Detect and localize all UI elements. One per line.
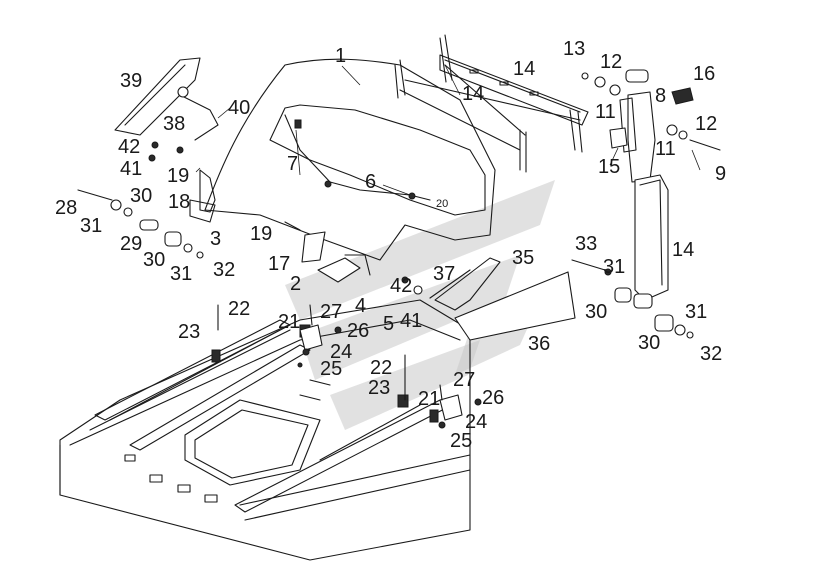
callout-7: 7 — [287, 153, 298, 175]
bolt-9 — [666, 124, 721, 151]
side-panel-39 — [114, 57, 219, 162]
callout-labels: 1 2 3 4 5 6 7 8 9 11 11 12 12 13 14 14 1… — [55, 38, 726, 452]
panel-36 — [454, 271, 576, 341]
callout-11a: 11 — [595, 101, 616, 123]
hinge-17 — [284, 221, 371, 283]
callout-32a: 32 — [213, 259, 235, 281]
hardware-33 — [571, 259, 694, 339]
callout-23a: 23 — [178, 321, 200, 343]
callout-16: 16 — [693, 63, 715, 85]
callout-14c: 14 — [672, 239, 694, 261]
callout-2: 2 — [290, 273, 301, 295]
callout-13: 13 — [563, 38, 585, 60]
pillar-14 — [634, 174, 669, 301]
windshield-panel-1 — [204, 58, 496, 261]
callout-33: 33 — [575, 233, 597, 255]
callout-37: 37 — [433, 263, 455, 285]
callout-24a: 24 — [330, 341, 352, 363]
callout-9: 9 — [715, 163, 726, 185]
bracket-21-left — [217, 304, 342, 368]
callout-31c: 31 — [603, 256, 625, 278]
callout-18: 18 — [168, 191, 190, 213]
cab-roof — [59, 299, 471, 561]
callout-3: 3 — [210, 228, 221, 250]
callout-19a: 19 — [167, 165, 189, 187]
callout-42a: 42 — [118, 136, 140, 158]
callout-27b: 27 — [453, 369, 475, 391]
callout-39: 39 — [120, 70, 142, 92]
callout-41b: 41 — [400, 310, 422, 332]
left-bolts — [77, 169, 216, 259]
callout-19b: 19 — [250, 223, 272, 245]
callout-15: 15 — [598, 156, 620, 178]
knob-16 — [671, 87, 694, 105]
bracket-21-right — [404, 354, 482, 429]
latch-35 — [401, 257, 501, 311]
callout-11b: 11 — [655, 138, 676, 160]
callout-20: 20 — [436, 198, 448, 210]
callout-12b: 12 — [695, 113, 717, 135]
callout-30c: 30 — [585, 301, 607, 323]
callout-22b: 22 — [370, 357, 392, 379]
callout-6: 6 — [365, 171, 376, 193]
callout-36: 36 — [528, 333, 550, 355]
roof-frame-14 — [394, 34, 589, 173]
callout-26a: 26 — [347, 320, 369, 342]
callout-25b: 25 — [450, 430, 472, 452]
callout-26b: 26 — [482, 387, 504, 409]
glass-panel-6 — [269, 104, 486, 216]
callout-29: 29 — [120, 233, 142, 255]
callout-22a: 22 — [228, 298, 250, 320]
callout-30b: 30 — [143, 249, 165, 271]
callout-40: 40 — [228, 97, 250, 119]
callout-41a: 41 — [120, 158, 142, 180]
callout-5: 5 — [383, 313, 394, 335]
callout-14a: 14 — [513, 58, 535, 80]
callout-32b: 32 — [700, 343, 722, 365]
callout-31d: 31 — [685, 301, 707, 323]
callout-35: 35 — [512, 247, 534, 269]
callout-24b: 24 — [465, 411, 487, 433]
callout-30a: 30 — [130, 185, 152, 207]
callout-42b: 42 — [390, 275, 412, 297]
callout-27a: 27 — [320, 301, 342, 323]
callout-21b: 21 — [418, 388, 440, 410]
callout-12a: 12 — [600, 51, 622, 73]
callout-38: 38 — [163, 113, 185, 135]
callout-23b: 23 — [368, 377, 390, 399]
callout-31a: 31 — [80, 215, 102, 237]
callout-17: 17 — [268, 253, 290, 275]
callout-30d: 30 — [638, 332, 660, 354]
callout-31b: 31 — [170, 263, 192, 285]
bushing-12 — [581, 69, 649, 96]
leader-lines — [195, 64, 701, 196]
bracket-15 — [609, 127, 628, 149]
callout-21a: 21 — [278, 311, 300, 333]
callout-14b: 14 — [462, 83, 484, 105]
callout-28: 28 — [55, 197, 77, 219]
callout-8: 8 — [655, 85, 666, 107]
callout-1: 1 — [335, 45, 346, 67]
callout-4: 4 — [355, 295, 366, 317]
callout-25a: 25 — [320, 358, 342, 380]
